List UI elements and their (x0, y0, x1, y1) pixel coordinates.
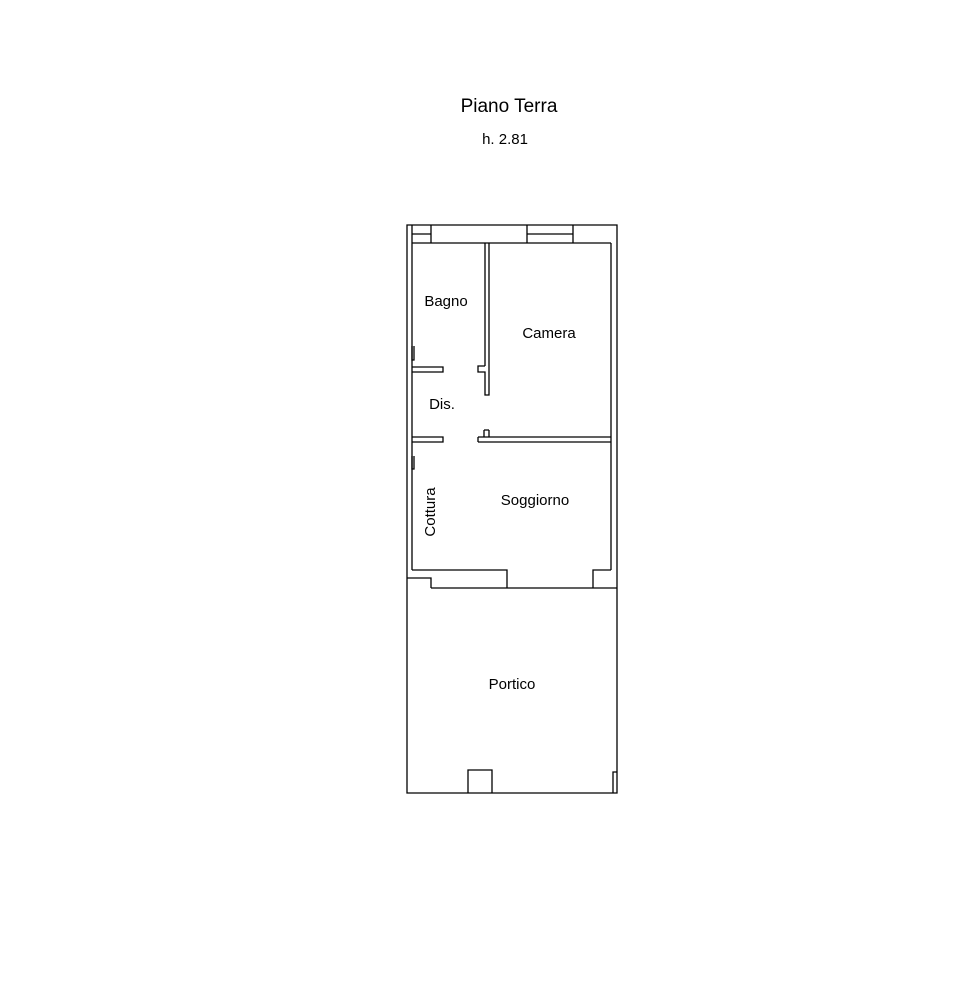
wall-camera-soggiorno (477, 429, 611, 443)
portico-pillar (467, 769, 493, 793)
wall-bagno-camera (477, 243, 490, 396)
window-top-right (526, 225, 574, 243)
room-label-bagno: Bagno (424, 293, 467, 310)
room-label-soggiorno: Soggiorno (501, 492, 569, 509)
cottura-door-jamb (411, 456, 415, 470)
floor-height-label: h. 2.81 (482, 131, 528, 148)
bagno-door-jamb (411, 346, 415, 361)
floor-title: Piano Terra (460, 96, 558, 117)
room-label-dis: Dis. (429, 396, 455, 413)
window-top-left (411, 225, 432, 243)
room-label-cottura: Cottura (422, 487, 439, 537)
outer-wall (406, 224, 618, 794)
room-label-camera: Camera (522, 325, 576, 342)
soggiorno-bottom-wall (407, 569, 617, 589)
wall-bagno-dis (412, 366, 444, 373)
room-label-portico: Portico (489, 676, 536, 693)
wall-dis-cottura (412, 436, 444, 443)
portico-right-element (612, 771, 617, 793)
